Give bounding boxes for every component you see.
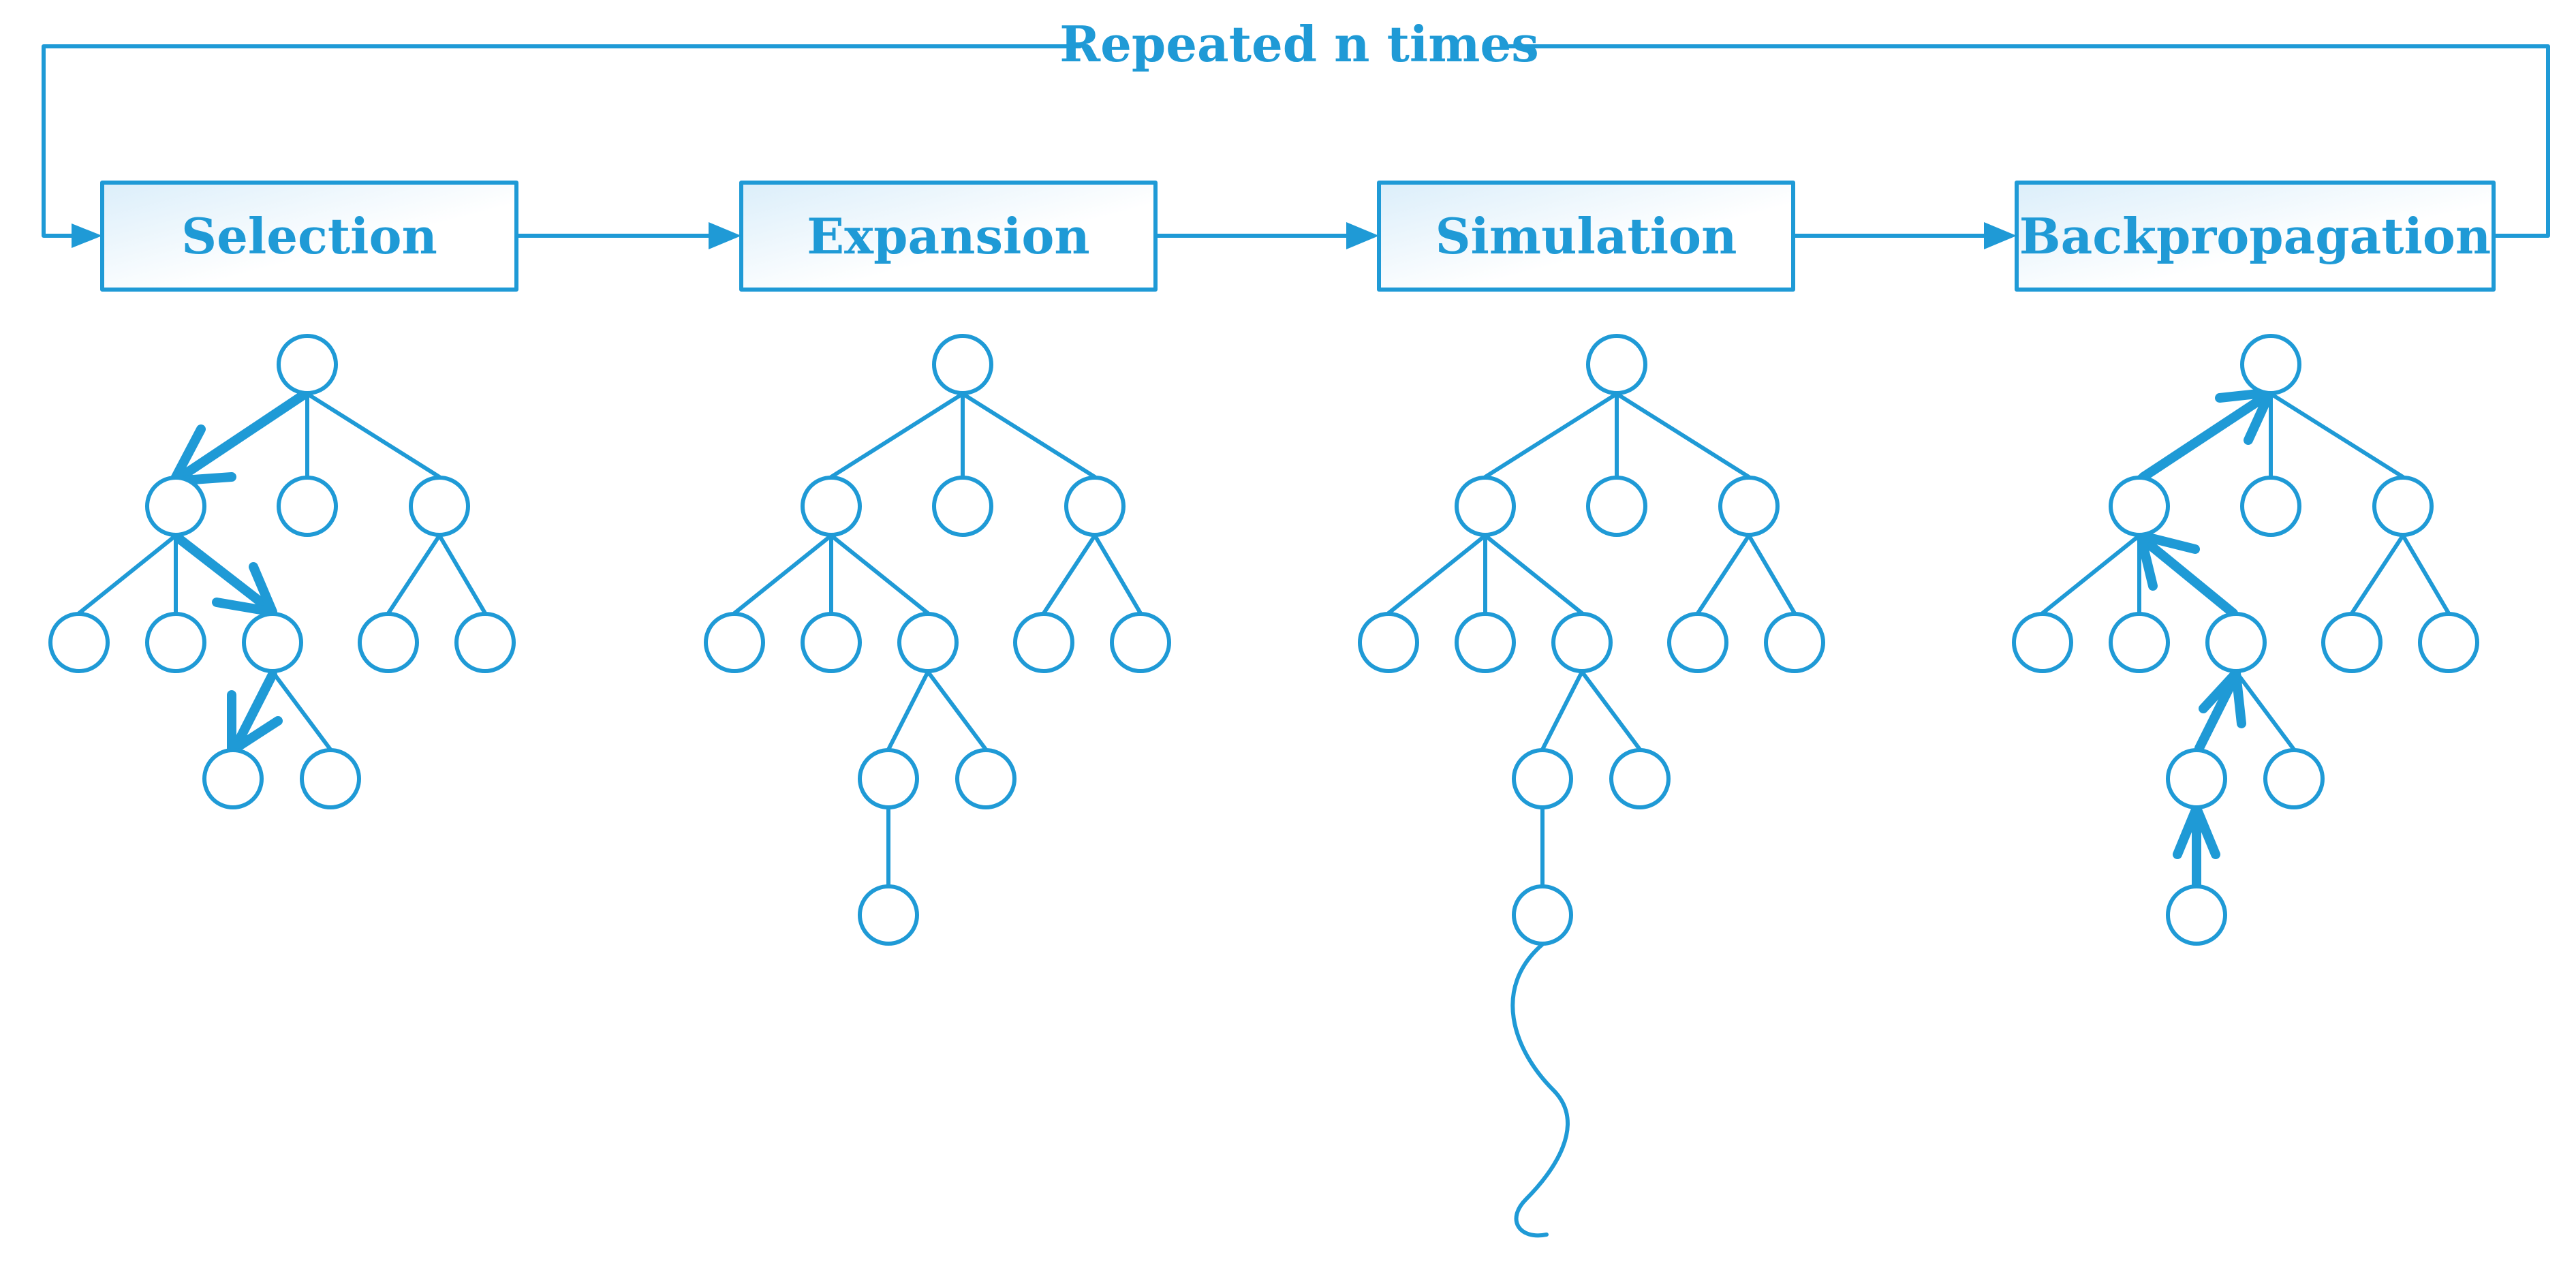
stage-box <box>1377 181 1795 292</box>
tree-node <box>2418 612 2479 673</box>
tree-node-expanded <box>1512 884 1573 946</box>
stage-label: Expansion <box>807 207 1089 265</box>
tree-node <box>145 476 206 537</box>
tree-node <box>2372 476 2434 537</box>
stage-box <box>100 181 518 292</box>
stage-arrow <box>1153 222 1379 249</box>
tree-node <box>277 334 338 395</box>
tree-node <box>242 612 303 673</box>
stage-simulation: Simulation <box>1377 181 1795 292</box>
tree-node <box>454 612 516 673</box>
tree-node <box>1551 612 1613 673</box>
tree-expansion <box>704 334 1171 946</box>
stage-label: Selection <box>181 207 437 265</box>
tree-selection <box>48 334 516 809</box>
tree-node <box>1064 476 1126 537</box>
tree-node <box>1718 476 1780 537</box>
loop-arrowhead <box>72 223 102 248</box>
rollout-path <box>1510 942 1570 1238</box>
tree-node <box>48 612 110 673</box>
tree-node <box>1609 748 1671 809</box>
tree-node <box>932 476 993 537</box>
stage-arrow <box>514 222 741 249</box>
tree-node <box>1110 612 1171 673</box>
stage-backpropagation: Backpropagation <box>2015 181 2496 292</box>
tree-node <box>801 612 862 673</box>
stage-label: Simulation <box>1436 207 1737 265</box>
tree-node <box>1512 748 1573 809</box>
tree-node <box>2263 748 2325 809</box>
tree-node-expanded <box>858 884 919 946</box>
stage-expansion: Expansion <box>739 181 1158 292</box>
tree-node <box>2205 612 2267 673</box>
tree-node <box>1764 612 1825 673</box>
tree-node-expanded <box>2166 884 2227 946</box>
tree-node <box>932 334 993 395</box>
tree-node <box>704 612 765 673</box>
loop-label: Repeated n times <box>1059 15 1538 73</box>
tree-node <box>2012 612 2073 673</box>
stage-box <box>2015 181 2496 292</box>
tree-node <box>202 748 264 809</box>
tree-node <box>1586 476 1647 537</box>
tree-node <box>1013 612 1074 673</box>
tree-node <box>2321 612 2383 673</box>
tree-node <box>145 612 206 673</box>
stage-selection: Selection <box>100 181 518 292</box>
tree-node <box>300 748 361 809</box>
tree-node <box>2166 748 2227 809</box>
tree-node <box>1455 612 1516 673</box>
loop-connector <box>42 44 2550 248</box>
tree-node <box>2240 334 2301 395</box>
tree-node <box>858 748 919 809</box>
tree-node <box>955 748 1017 809</box>
tree-node <box>277 476 338 537</box>
selection-path <box>169 389 310 756</box>
stage-arrow <box>1791 222 2017 249</box>
tree-node <box>801 476 862 537</box>
tree-node <box>897 612 959 673</box>
tree-node <box>1667 612 1728 673</box>
tree-node <box>1586 334 1647 395</box>
stage-box <box>739 181 1158 292</box>
tree-node <box>2109 476 2170 537</box>
tree-backpropagation <box>2012 334 2479 946</box>
tree-node <box>2109 612 2170 673</box>
tree-node <box>1455 476 1516 537</box>
tree-node <box>1358 612 1419 673</box>
tree-simulation <box>1358 334 1825 1238</box>
tree-node <box>2240 476 2301 537</box>
tree-node <box>409 476 470 537</box>
tree-node <box>358 612 419 673</box>
stage-label: Backpropagation <box>2019 207 2492 265</box>
